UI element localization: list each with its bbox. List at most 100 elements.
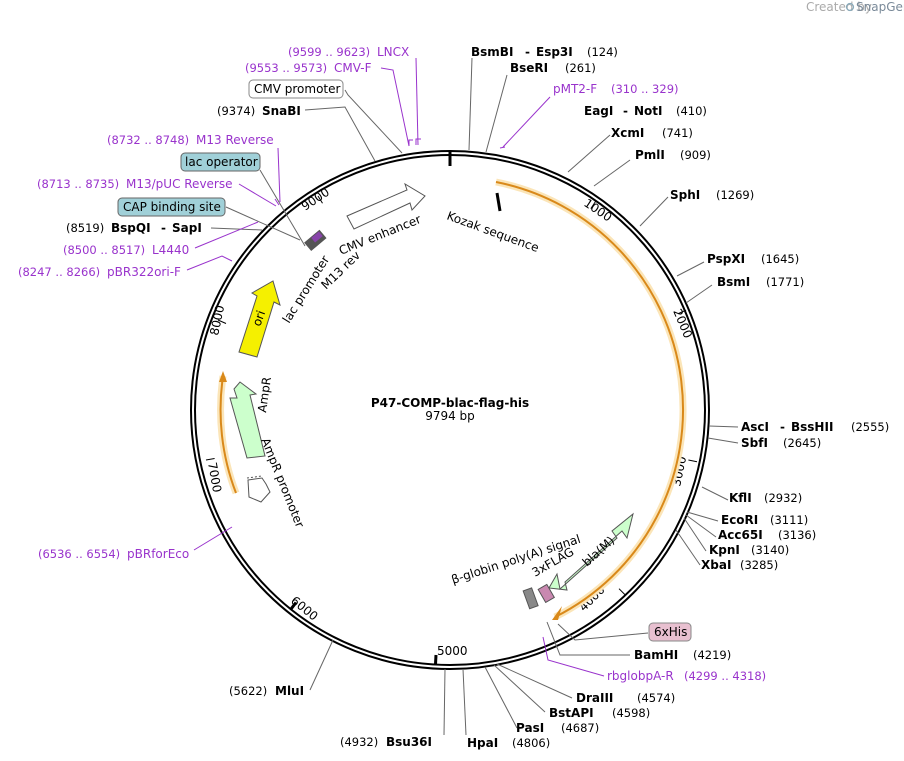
site-bsmbi: BsmBI — [471, 45, 513, 59]
primer-mark-pmt2f — [499, 146, 506, 149]
connector-bamhi — [546, 621, 630, 656]
site-bspqi-pos: (8519) — [66, 221, 104, 235]
lac-operator-box — [180, 152, 261, 172]
connector-cmv-promoter — [344, 89, 403, 154]
primer-rbglobpa: rbglobpA-R — [607, 669, 674, 683]
connector-pspxi — [676, 261, 705, 277]
site-dash-bsmbi: - — [525, 45, 530, 59]
ampr-promoter-arrow — [247, 477, 271, 503]
boxed-labels: CMV promoter lac operator CAP binding si… — [117, 79, 692, 642]
ori-arrow — [238, 280, 281, 358]
connector-ecori — [686, 511, 719, 522]
site-bstapi-pos: (4598) — [612, 706, 650, 720]
site-mlui: MluI — [275, 684, 304, 698]
cap-site-label: CAP binding site — [123, 200, 221, 214]
connector-acc65i — [685, 514, 717, 538]
site-bsshii: BssHII — [791, 420, 833, 434]
primer-connector-pbr322 — [186, 255, 233, 271]
primer-l4440: L4440 — [152, 243, 189, 257]
site-eagi: EagI — [584, 104, 613, 118]
site-pmli-pos: (909) — [680, 148, 711, 162]
site-mlui-pos: (5622) — [229, 684, 267, 698]
site-sbfi: SbfI — [741, 436, 768, 450]
connector-mlui — [309, 639, 334, 691]
site-bsu36i-pos: (4932) — [340, 735, 378, 749]
primer-m13rev-range: (8732 .. 8748) — [107, 133, 189, 147]
ampr-label: AmpR — [255, 376, 274, 413]
ampr-orf-arrowhead — [219, 371, 227, 382]
primer-connector-lncx — [415, 57, 419, 146]
connector-bsu36i — [443, 668, 446, 736]
site-noti-pos: (410) — [676, 104, 707, 118]
ruler-label-8000: 8000 — [207, 304, 227, 337]
site-pspxi: PspXI — [707, 252, 745, 266]
connector-hpai — [462, 668, 467, 736]
primer-connector-m13rev — [277, 147, 281, 203]
ampr-orf-arc — [219, 375, 237, 494]
primer-pbrforeco-range: (6536 .. 6554) — [38, 547, 120, 561]
cmv-promoter-box — [248, 79, 344, 99]
site-kfli: KflI — [729, 491, 752, 505]
orf-arrowhead — [552, 606, 562, 620]
site-sapi: SapI — [172, 221, 202, 235]
m13-rev-mark — [311, 231, 323, 243]
primer-m13rev: M13 Reverse — [196, 133, 274, 147]
site-bamhi-pos: (4219) — [693, 648, 731, 662]
site-bsu36i: Bsu36I — [386, 735, 432, 749]
site-bsmi: BsmI — [717, 275, 750, 289]
primer-connector-cmvf — [380, 67, 410, 147]
site-dash-bspqi: - — [161, 221, 166, 235]
site-ecori: EcoRI — [721, 513, 758, 527]
connector-snabi — [304, 106, 376, 162]
site-acc65i-pos: (3136) — [778, 528, 816, 542]
site-draiii: DraIII — [576, 691, 613, 705]
primer-mark-cmvf — [408, 139, 413, 146]
site-bsmbi-pos: (124) — [587, 45, 618, 59]
bla-arrow — [548, 512, 634, 591]
ruler-tick-5000 — [434, 654, 438, 665]
his-tag-box — [648, 622, 692, 642]
primer-connector-rbglobpa — [542, 636, 605, 677]
site-kpni-pos: (3140) — [751, 543, 789, 557]
primer-lncx: LNCX — [377, 45, 409, 59]
site-acc65i: Acc65I — [718, 528, 763, 542]
connector-bsmbi — [468, 57, 473, 151]
ruler-tick-3000 — [688, 459, 698, 463]
primer-pbr322: pBR322ori-F — [107, 265, 181, 279]
primer-cmvf: CMV-F — [334, 61, 372, 75]
polyA-mark — [522, 587, 539, 610]
snapgene-logo-icon — [845, 2, 855, 12]
site-noti: NotI — [634, 104, 663, 118]
kozak-mark — [495, 192, 502, 212]
site-bsshii-pos: (2555) — [851, 420, 889, 434]
connector-pasi — [484, 666, 518, 729]
snapgene-credit: Created by SnapGene — [806, 0, 904, 14]
primer-pmt2f-range: (310 .. 329) — [611, 82, 679, 96]
primer-connector-pmt2f — [502, 96, 551, 148]
primer-lncx-range: (9599 .. 9623) — [288, 45, 370, 59]
primer-rbglobpa-range: (4299 .. 4318) — [684, 669, 766, 683]
ruler-label-5000: 5000 — [437, 644, 468, 658]
ampr-dotted-divider — [246, 475, 263, 479]
site-asci: AscI — [741, 420, 769, 434]
site-dash-asci: - — [780, 420, 785, 434]
connector-sphi — [639, 196, 669, 227]
connector-lac-operator — [259, 169, 306, 247]
site-bsmi-pos: (1771) — [766, 275, 804, 289]
primer-cmvf-range: (9553 .. 9573) — [245, 61, 327, 75]
ruler-tick-9000 — [317, 195, 323, 204]
cmv-promoter-label: CMV promoter — [254, 82, 341, 96]
ruler-label-7000: 7000 — [205, 461, 224, 494]
site-xcmi-pos: (741) — [662, 126, 693, 140]
site-ecori-pos: (3111) — [770, 513, 808, 527]
connector-pmli — [593, 159, 631, 187]
features — [217, 178, 687, 621]
primer-mark-lncx — [415, 138, 421, 145]
credit-prefix: Created by — [806, 0, 872, 14]
cap-site-box — [117, 197, 226, 217]
his-tag-label: 6xHis — [654, 625, 687, 639]
connector-ascI — [708, 425, 739, 428]
site-kfli-pos: (2932) — [764, 491, 802, 505]
connector-xbai — [675, 529, 701, 566]
